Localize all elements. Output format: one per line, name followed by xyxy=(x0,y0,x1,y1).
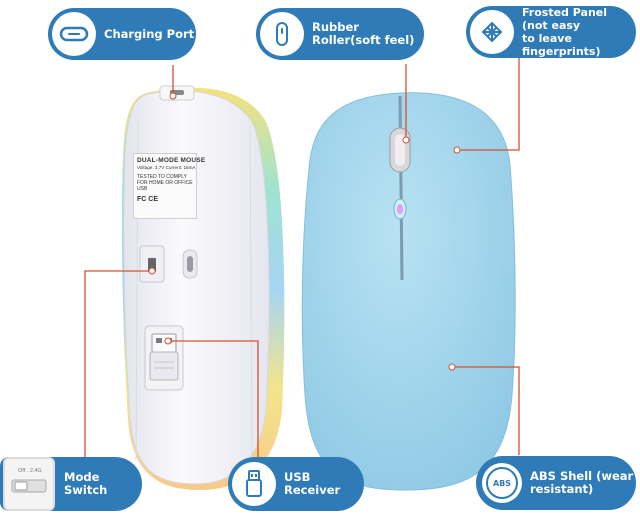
rubber-roller-label: Rubber Roller(soft feel) xyxy=(312,20,415,47)
abs-shell-label: ABS Shell (wear resistant) xyxy=(530,469,634,496)
texture-grid-icon xyxy=(470,10,514,54)
mouse-label-sticker: DUAL-MODE MOUSE Voltage: 3.7V Current: 1… xyxy=(133,153,206,219)
abs-badge-icon: ABS xyxy=(482,463,522,503)
callout-usb-receiver: USB Receiver xyxy=(228,457,364,511)
abs-badge-text: ABS xyxy=(486,467,518,499)
sticker-title: DUAL-MODE MOUSE xyxy=(137,157,206,164)
sticker-marks: FC CE xyxy=(137,196,158,203)
leader-lines xyxy=(84,54,520,464)
mouse-top-view xyxy=(301,92,516,491)
mouse-wheel-icon xyxy=(260,12,304,56)
mouse-bottom-view xyxy=(121,85,285,490)
usb-c-icon xyxy=(52,12,96,56)
usb-dongle-icon xyxy=(232,462,276,506)
usb-receiver-label: USB Receiver xyxy=(284,470,341,497)
callout-charging-port: Charging Port xyxy=(48,8,196,60)
callout-frosted-panel: Frosted Panel (not easy to leave fingerp… xyxy=(466,6,636,58)
sticker-specs: Voltage: 3.7V Current: 15mA xyxy=(137,165,196,170)
charging-port-label: Charging Port xyxy=(104,26,195,41)
callout-abs-shell: ABS ABS Shell (wear resistant) xyxy=(476,456,636,510)
leader-dots xyxy=(148,92,461,371)
frosted-panel-label: Frosted Panel (not easy to leave fingerp… xyxy=(522,6,608,58)
mode-switch-thumbnail: Off . 2.4G xyxy=(3,457,55,511)
callout-rubber-roller: Rubber Roller(soft feel) xyxy=(256,8,424,60)
mode-switch-label: Mode Switch xyxy=(64,470,108,497)
switch-positions-text: Off . 2.4G xyxy=(18,468,42,474)
sticker-tested: TESTED TO COMPLY FOR HOME OR OFFICE USB xyxy=(137,174,193,192)
